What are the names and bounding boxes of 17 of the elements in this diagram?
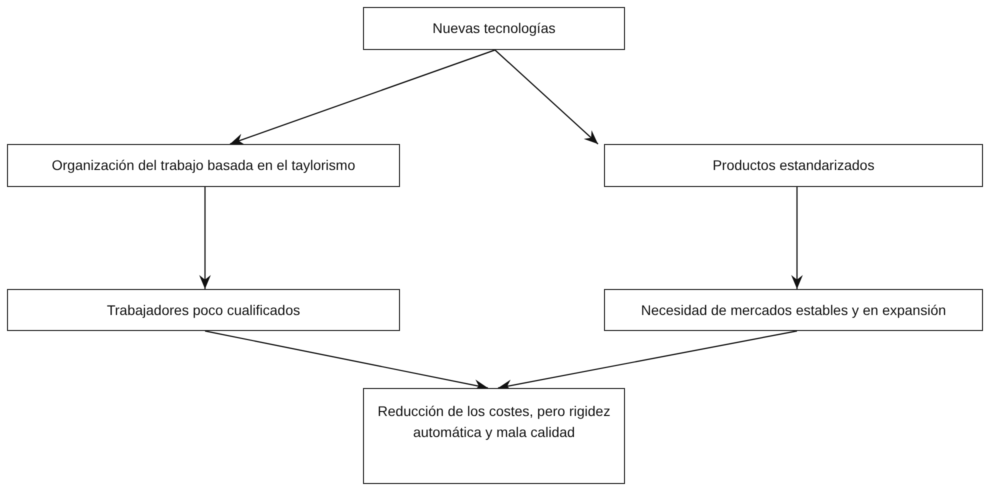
process-box [7, 289, 400, 331]
process-box [604, 289, 983, 331]
arrow [791, 187, 803, 289]
process-box [363, 7, 625, 50]
box-label: Productos estandarizados [712, 156, 876, 175]
process-box [604, 144, 983, 187]
arrow [199, 187, 211, 289]
box-label: Nuevas tecnologías [432, 19, 556, 38]
arrow [204, 330, 488, 391]
arrow [230, 49, 496, 145]
process-box [7, 144, 400, 187]
arrow [494, 50, 598, 144]
box-label: Reducción de los costes, pero rigidez automática y mala calidad [376, 402, 612, 442]
box-label: Organización del trabajo basada en el taylorismo [50, 156, 356, 175]
process-box [363, 388, 625, 484]
box-label: Necesidad de mercados estables y en expansión [640, 300, 948, 320]
box-label: Trabajadores poco cualificados [106, 300, 302, 320]
